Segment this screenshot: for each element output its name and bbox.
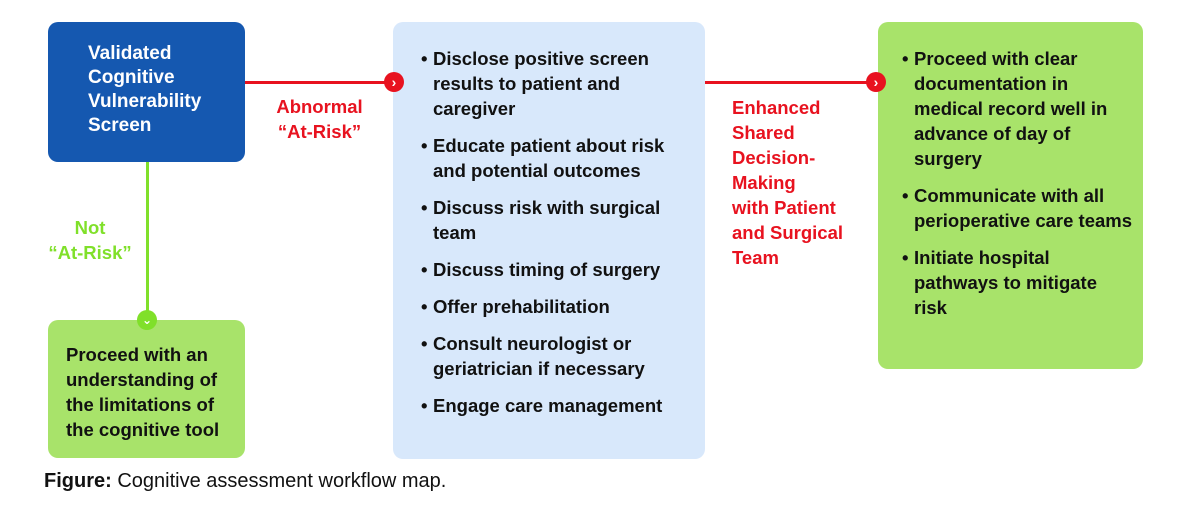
label-line: Not: [74, 217, 106, 238]
list-item: Engage care management: [421, 393, 697, 418]
list-item: Communicate with all perioperative care …: [902, 183, 1135, 233]
label-line: Shared: [732, 122, 795, 143]
list-item: Discuss risk with surgical team: [421, 195, 697, 245]
actions-box: Disclose positive screen results to pati…: [393, 22, 705, 459]
caption-text: Cognitive assessment workflow map.: [111, 470, 447, 492]
list-item: Initiate hospital pathways to mitigate r…: [902, 245, 1135, 320]
label-line: Decision-: [732, 147, 816, 168]
chevron-down-icon: ⌄: [137, 310, 157, 330]
connector-actions-to-outcome: [705, 81, 873, 84]
list-item: Educate patient about risk and potential…: [421, 133, 697, 183]
list-item: Proceed with clear documentation in medi…: [902, 46, 1135, 171]
label-line: Team: [732, 247, 779, 268]
list-item: Consult neurologist or geriatrician if n…: [421, 331, 697, 381]
figure-caption: Figure: Cognitive assessment workflow ma…: [44, 470, 446, 493]
caption-label: Figure:: [44, 470, 112, 492]
list-item: Discuss timing of surgery: [421, 257, 697, 282]
chevron-right-icon: ›: [384, 72, 404, 92]
limitations-text: Proceed with an understanding of the lim…: [66, 344, 220, 440]
list-item: Offer prehabilitation: [421, 294, 697, 319]
not-at-risk-label: Not “At-Risk”: [38, 215, 142, 265]
label-line: “At-Risk”: [277, 121, 362, 142]
screen-title: Validated Cognitive Vulnerability Screen: [88, 43, 202, 136]
abnormal-at-risk-label: Abnormal “At-Risk”: [262, 94, 377, 144]
label-line: Abnormal: [276, 96, 363, 117]
limitations-box: Proceed with an understanding of the lim…: [48, 320, 245, 458]
actions-list: Disclose positive screen results to pati…: [421, 46, 697, 418]
list-item: Disclose positive screen results to pati…: [421, 46, 697, 121]
shared-decision-making-label: Enhanced Shared Decision- Making with Pa…: [722, 95, 872, 270]
label-line: and Surgical: [732, 222, 844, 243]
label-line: “At-Risk”: [48, 242, 132, 263]
connector-screen-to-actions: [245, 81, 389, 84]
label-line: Making: [732, 172, 796, 193]
label-line: Enhanced: [732, 97, 821, 118]
outcome-box: Proceed with clear documentation in medi…: [878, 22, 1143, 369]
chevron-right-icon: ›: [866, 72, 886, 92]
label-line: with Patient: [732, 197, 836, 218]
connector-screen-to-limitations: [146, 162, 149, 318]
screen-box: Validated Cognitive Vulnerability Screen: [48, 22, 245, 162]
outcome-list: Proceed with clear documentation in medi…: [902, 46, 1135, 320]
